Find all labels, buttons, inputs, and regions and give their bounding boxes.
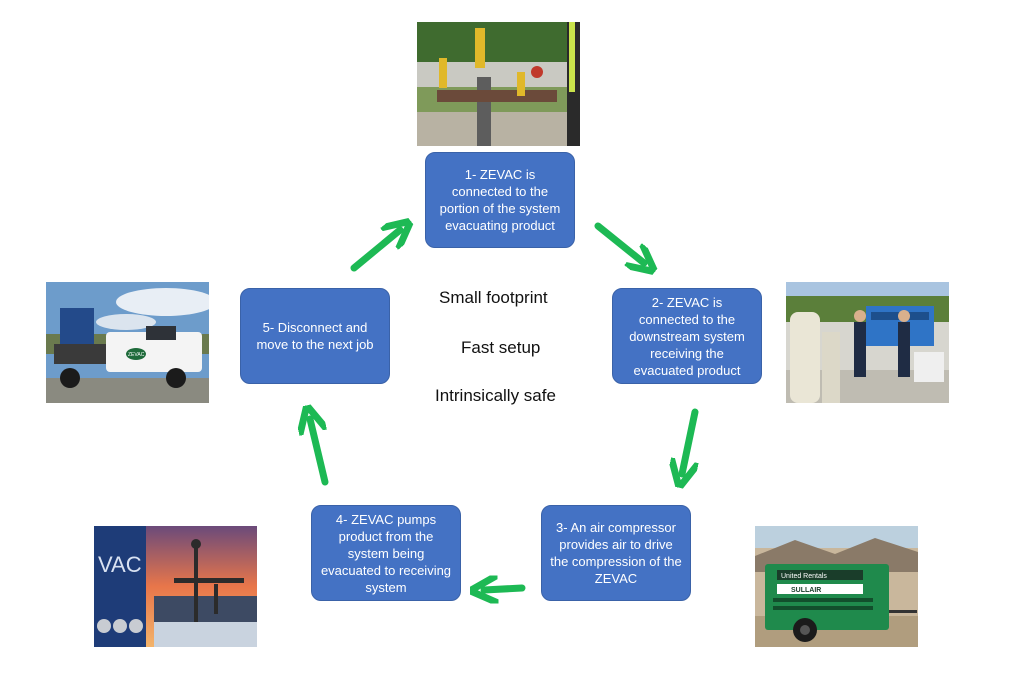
arrow-4-to-5 — [310, 419, 329, 486]
arrow-2-to-3 — [682, 408, 695, 474]
arrow-3-to-4 — [484, 588, 526, 590]
step-3-air-compressor: 3- An air compressor provides air to dri… — [541, 505, 691, 601]
photo-valve-connection — [417, 22, 580, 146]
step-2-connect-downstream: 2- ZEVAC is connected to the downstream … — [612, 288, 762, 384]
photo-air-compressor: United Rentals SULLAIR — [755, 526, 918, 647]
feature-small-footprint: Small footprint — [439, 288, 548, 307]
svg-text:SULLAIR: SULLAIR — [791, 587, 821, 594]
feature-fast-setup: Fast setup — [461, 338, 541, 357]
step-4-pump-product: 4- ZEVAC pumps product from the system b… — [311, 505, 461, 601]
svg-text:VAC: VAC — [98, 552, 142, 577]
photo-truck: ZEVAC — [46, 282, 209, 403]
svg-text:ZEVAC: ZEVAC — [128, 352, 145, 358]
photo-workers-unit — [786, 282, 949, 403]
arrow-5-to-1 — [350, 230, 400, 272]
photo-unit-sunset: VAC — [94, 526, 257, 647]
svg-text:United Rentals: United Rentals — [781, 573, 827, 580]
arrow-1-to-2 — [594, 222, 644, 263]
step-1-connect-source: 1- ZEVAC is connected to the portion of … — [425, 152, 575, 248]
step-5-disconnect: 5- Disconnect and move to the next job — [240, 288, 390, 384]
feature-intrinsically-safe: Intrinsically safe — [435, 386, 556, 405]
